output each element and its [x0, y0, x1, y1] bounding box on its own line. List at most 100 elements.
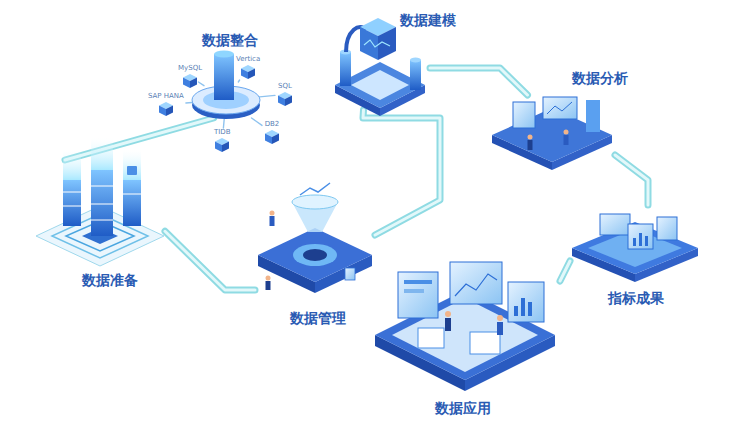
db-cube: [264, 129, 280, 145]
db-cube: [158, 101, 174, 117]
stage-node: 数据分析: [490, 95, 615, 170]
person: [270, 216, 275, 226]
database-node: DB2: [262, 120, 282, 145]
tower: [63, 180, 81, 226]
db-cube-face: [166, 106, 173, 117]
db-cube-face: [285, 96, 292, 107]
flow-pipe: [363, 110, 440, 235]
database-label: TIDB: [214, 128, 231, 136]
flow-pipe: [560, 261, 570, 281]
platform-core: [303, 249, 327, 261]
flow-pipe: [165, 231, 255, 290]
db-cube: [214, 137, 230, 153]
database-node: Vertica: [234, 55, 262, 80]
bar: [633, 238, 636, 246]
tower-stripe: [91, 186, 113, 187]
flow-pipe-stroke: [430, 68, 528, 95]
link-line: [223, 118, 225, 128]
flow-pipe-stroke: [165, 231, 255, 290]
link-line-stroke: [238, 80, 239, 82]
wave: [364, 40, 390, 47]
bar: [514, 306, 518, 316]
chart-line: [547, 102, 572, 114]
stage-node: 数据建模: [335, 5, 430, 110]
db-cube-face: [190, 78, 197, 89]
chart-line: [300, 183, 330, 195]
flow-pipe: [615, 155, 648, 205]
screen: [600, 214, 630, 235]
prep-illustration: [36, 138, 164, 266]
flow-pipe-stroke: [615, 155, 648, 205]
result-illustration: [572, 214, 698, 282]
card: [418, 328, 444, 348]
funnel-top: [292, 195, 338, 209]
screen: [657, 217, 677, 240]
screen: [628, 224, 653, 249]
link-line: [252, 118, 263, 125]
person: [528, 140, 533, 150]
bar: [528, 302, 532, 316]
db-cube-face: [159, 106, 166, 117]
lock-icon: [127, 166, 137, 175]
person: [497, 315, 503, 321]
database-label: SAP HANA: [148, 92, 184, 100]
person: [266, 281, 271, 290]
bar: [639, 233, 642, 246]
flow-pipe-stroke: [165, 231, 255, 290]
db-cube-face: [183, 78, 190, 89]
model-illustration: [335, 18, 425, 116]
stage-node: 指标成果: [570, 205, 700, 275]
stage-node: 数据准备: [40, 160, 165, 255]
bar: [521, 298, 525, 316]
cylinder: [410, 60, 421, 90]
hub-tower-top: [214, 51, 234, 58]
person: [497, 322, 503, 335]
person: [445, 311, 451, 317]
cube-side: [360, 27, 378, 60]
flow-pipe-stroke: [363, 110, 440, 235]
person: [445, 318, 451, 331]
database-label: DB2: [264, 120, 280, 128]
tower-stripe: [123, 194, 141, 195]
screen: [586, 100, 600, 132]
flow-pipe-stroke: [430, 68, 528, 95]
link-line-stroke: [223, 118, 225, 128]
person: [270, 211, 275, 216]
stage-label: 指标成果: [607, 290, 665, 306]
platform-top: [258, 228, 372, 282]
stage-node: 数据管理: [255, 180, 375, 290]
db-cube: [277, 91, 293, 107]
database-label: SQL: [277, 82, 293, 90]
link-line: [198, 82, 204, 86]
flow-pipe-stroke: [615, 155, 648, 205]
screen: [450, 262, 502, 304]
db-cube-face: [265, 134, 272, 145]
screen: [543, 97, 577, 119]
chart-line: [455, 274, 497, 296]
stage-label: 数据管理: [289, 310, 347, 326]
stage-node: 数据整合: [195, 82, 257, 118]
tower-stripe: [63, 192, 81, 193]
screen: [398, 272, 438, 318]
stage-label: 数据准备: [81, 272, 139, 288]
stage-label: 数据分析: [571, 70, 629, 86]
flow-pipe: [430, 68, 528, 95]
stage-label: 数据整合: [201, 32, 259, 48]
db-cube: [182, 73, 198, 89]
database-label: Vertica: [236, 55, 260, 63]
db-cube-face: [272, 134, 279, 145]
db-cube-face: [278, 96, 285, 107]
screen-line: [404, 280, 432, 284]
analysis-illustration: [492, 97, 612, 170]
flow-pipe-stroke: [560, 261, 570, 281]
screen: [513, 102, 535, 128]
database-node: SAP HANA: [146, 92, 186, 117]
tower-stripe: [91, 204, 113, 205]
platform-inner: [351, 70, 409, 100]
link-line: [238, 80, 239, 82]
platform-top: [572, 222, 698, 274]
manage-illustration: [258, 183, 372, 293]
person: [564, 135, 569, 145]
